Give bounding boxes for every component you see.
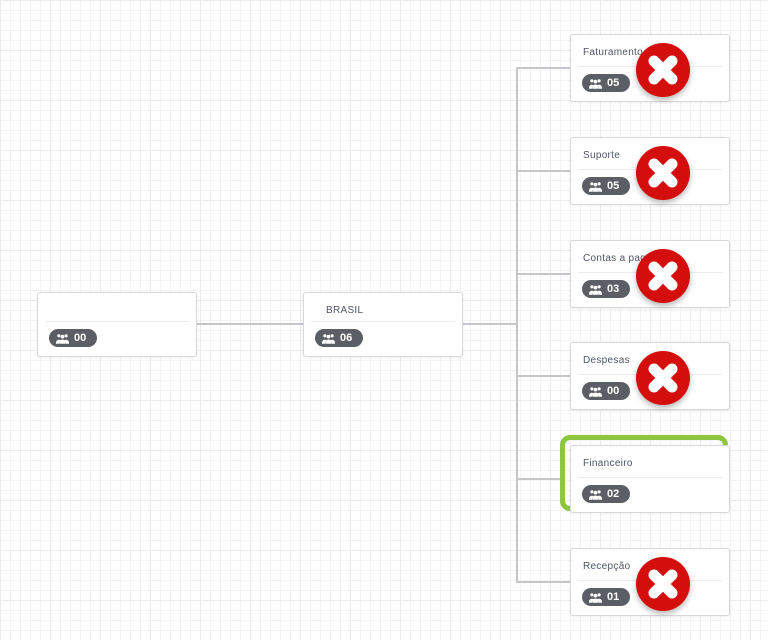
org-node-brasil[interactable]: BRASIL 06 <box>303 292 463 357</box>
users-group-icon <box>56 333 69 344</box>
org-node-contas-a-pagar[interactable]: Contas a pagar 03 <box>570 240 730 308</box>
x-cross-icon <box>648 261 678 291</box>
x-cross-icon <box>648 569 678 599</box>
users-group-icon <box>322 333 335 344</box>
org-node-recepcao[interactable]: Recepção 01 <box>570 548 730 616</box>
delete-node-button[interactable] <box>636 351 690 405</box>
x-cross-icon <box>648 363 678 393</box>
node-title: BRASIL <box>326 305 364 316</box>
org-node-financeiro[interactable]: Financeiro 02 <box>570 445 730 513</box>
users-group-icon <box>589 78 602 89</box>
member-count: 01 <box>607 591 620 603</box>
connector-branch <box>518 170 570 172</box>
member-count: 05 <box>607 77 620 89</box>
member-count-badge: 06 <box>315 329 364 347</box>
users-group-icon <box>589 386 602 397</box>
connector-trunk <box>516 67 518 583</box>
connector-branch <box>518 581 570 583</box>
node-divider <box>311 321 455 322</box>
member-count: 00 <box>74 332 87 344</box>
member-count: 00 <box>607 385 620 397</box>
connector-parent-trunk <box>463 323 517 325</box>
delete-node-button[interactable] <box>636 43 690 97</box>
member-count-badge: 01 <box>582 588 631 606</box>
connector-branch <box>518 375 570 377</box>
org-node-root[interactable]: 00 <box>37 292 197 357</box>
connector-branch <box>518 67 570 69</box>
delete-node-button[interactable] <box>636 249 690 303</box>
member-count: 06 <box>340 332 353 344</box>
x-cross-icon <box>648 55 678 85</box>
org-node-suporte[interactable]: Suporte 05 <box>570 137 730 205</box>
connector-branch <box>518 478 560 480</box>
member-count-badge: 03 <box>582 280 631 298</box>
users-group-icon <box>589 489 602 500</box>
node-divider <box>45 321 189 322</box>
node-title: Recepção <box>583 561 631 572</box>
member-count-badge: 02 <box>582 485 631 503</box>
node-title: Contas a pagar <box>583 253 656 264</box>
member-count-badge: 05 <box>582 177 631 195</box>
node-title: Despesas <box>583 355 630 366</box>
users-group-icon <box>589 284 602 295</box>
member-count: 05 <box>607 180 620 192</box>
member-count-badge: 00 <box>49 329 98 347</box>
node-title <box>38 293 196 321</box>
delete-node-button[interactable] <box>636 146 690 200</box>
org-node-despesas[interactable]: Despesas 00 <box>570 342 730 410</box>
users-group-icon <box>589 592 602 603</box>
connector-branch <box>518 273 570 275</box>
x-cross-icon <box>648 158 678 188</box>
users-group-icon <box>589 181 602 192</box>
delete-node-button[interactable] <box>636 557 690 611</box>
connector-root-parent <box>197 323 303 325</box>
org-node-faturamento[interactable]: Faturamento 05 <box>570 34 730 102</box>
member-count: 02 <box>607 488 620 500</box>
node-divider <box>578 477 722 478</box>
member-count-badge: 05 <box>582 74 631 92</box>
member-count-badge: 00 <box>582 382 631 400</box>
node-title: Faturamento <box>583 47 643 58</box>
node-title: Suporte <box>583 150 621 161</box>
member-count: 03 <box>607 283 620 295</box>
node-title: Financeiro <box>583 458 633 469</box>
